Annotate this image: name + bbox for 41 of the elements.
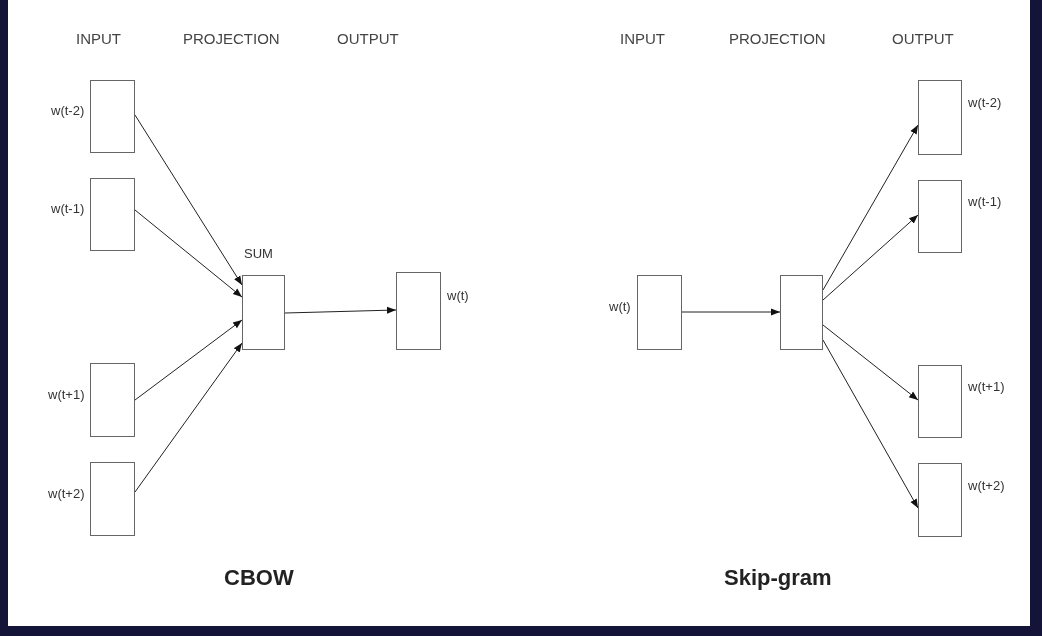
word-label: w(t-1): [968, 194, 1002, 210]
word-label: w(t+2): [968, 477, 1005, 493]
arrow: [822, 324, 919, 401]
layer-box: [918, 180, 962, 253]
layer-box: [90, 178, 135, 251]
layer-box: [637, 275, 682, 350]
column-heading: PROJECTION: [729, 30, 826, 47]
word-label: w(t-2): [968, 95, 1002, 110]
column-heading: OUTPUT: [337, 30, 399, 47]
model-title: Skip-gram: [724, 565, 832, 591]
word-label: w(t-2): [51, 103, 85, 119]
word-label: SUM: [244, 246, 273, 261]
arrow: [284, 306, 397, 314]
arrow: [134, 319, 243, 401]
arrow: [134, 209, 243, 298]
arrow: [822, 214, 919, 301]
layer-box: [396, 272, 441, 350]
word-label: w(t): [447, 287, 469, 303]
word-label: w(t+1): [48, 386, 85, 402]
arrow: [822, 124, 919, 291]
word-label: w(t+1): [968, 379, 1005, 395]
layer-box: [918, 80, 962, 155]
layer-box: [90, 80, 135, 153]
column-heading: INPUT: [76, 30, 121, 47]
word-label: w(t+2): [48, 485, 85, 501]
arrow: [134, 114, 243, 286]
layer-box: [242, 275, 285, 350]
layer-box: [918, 463, 962, 537]
column-heading: OUTPUT: [892, 30, 954, 47]
layer-box: [918, 365, 962, 438]
arrow: [822, 339, 919, 509]
arrow: [681, 308, 781, 316]
layer-box: [90, 363, 135, 437]
word-label: w(t-1): [51, 201, 85, 217]
word-label: w(t): [609, 299, 631, 314]
layer-box: [90, 462, 135, 536]
model-title: CBOW: [224, 565, 294, 591]
arrow: [134, 342, 243, 493]
column-heading: PROJECTION: [183, 30, 280, 47]
column-heading: INPUT: [620, 30, 665, 47]
layer-box: [780, 275, 823, 350]
